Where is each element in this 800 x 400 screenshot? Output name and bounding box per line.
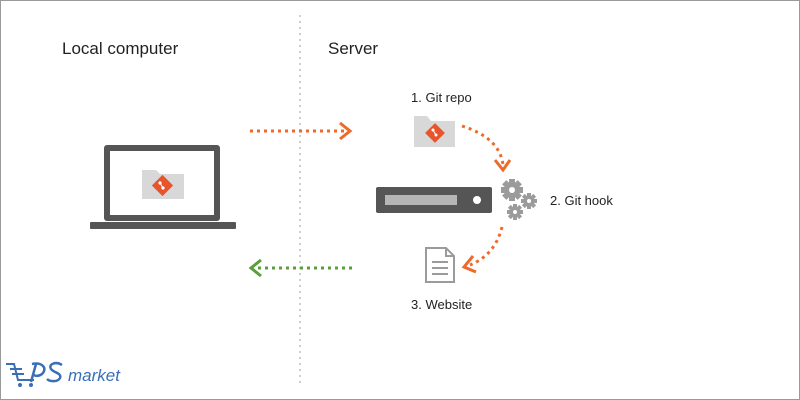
gears-icon <box>501 179 537 220</box>
push-arrow <box>250 121 353 141</box>
repo-folder-git-icon <box>414 116 455 147</box>
local-computer-title: Local computer <box>62 39 179 58</box>
pull-arrow <box>248 258 353 278</box>
server-icon <box>376 187 492 213</box>
watermark-logo: market <box>4 358 144 392</box>
hook-to-website-arrow <box>461 226 504 274</box>
website-label: 3. Website <box>411 297 473 312</box>
server-title: Server <box>328 39 379 58</box>
git-hook-label: 2. Git hook <box>550 193 613 208</box>
watermark-cart-icon <box>6 361 63 387</box>
laptop-folder-git-icon <box>142 170 184 199</box>
document-icon <box>425 247 455 283</box>
git-repo-label: 1. Git repo <box>411 90 472 105</box>
repo-to-hook-arrow <box>461 124 512 173</box>
watermark-brand-text: market <box>68 366 120 385</box>
